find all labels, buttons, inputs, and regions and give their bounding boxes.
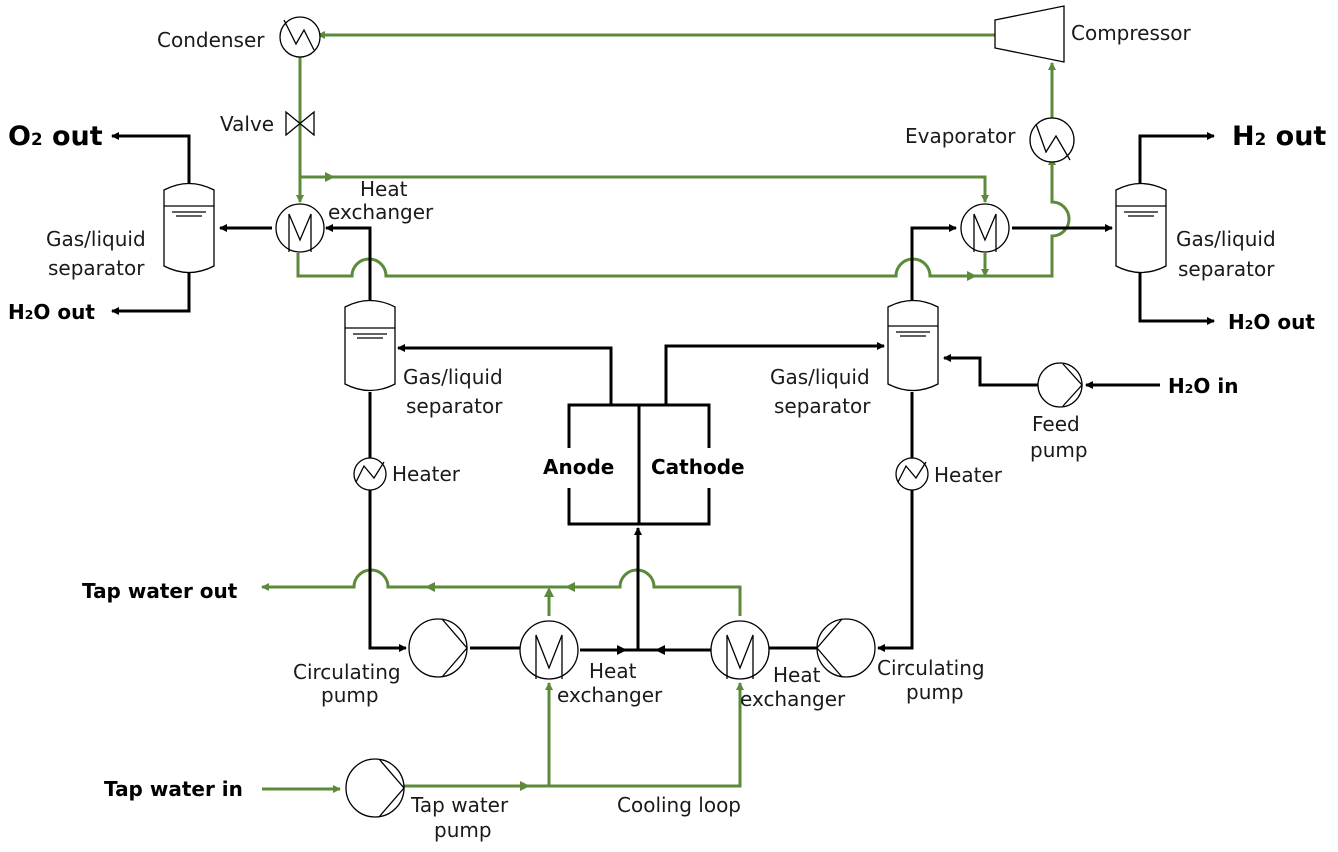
compressor[interactable]: [994, 5, 1065, 63]
compressor-label: Compressor: [1071, 21, 1192, 45]
heat-exchanger-bottom-right[interactable]: [710, 620, 770, 680]
heater-left[interactable]: [353, 457, 387, 491]
heater-coil: [897, 461, 927, 483]
h2-out-label: H2 out: [1232, 121, 1326, 152]
circ-pump-left-label-1: Circulating: [293, 660, 401, 684]
sep-top-left-label-2: separator: [48, 256, 145, 280]
heat-exchanger-bottom-left[interactable]: [519, 620, 579, 680]
h2o-out-right-label: H2O out: [1228, 310, 1315, 334]
heater-coil: [355, 461, 385, 483]
heat-exchanger-icon: [519, 620, 579, 680]
pump-icon: [1037, 362, 1083, 408]
sep-to-hx-left-line: [325, 224, 372, 300]
feed-pump[interactable]: [1037, 362, 1083, 408]
circulating-pump-left[interactable]: [408, 618, 468, 678]
h2o-out-left-label: H2O out: [8, 300, 95, 324]
feed-pump-to-sep-line: [943, 354, 1038, 387]
tap-water-out-line: [261, 568, 742, 616]
hx-top-left-label-2: exchanger: [328, 200, 434, 224]
valve-label: Valve: [220, 112, 274, 136]
heater-right[interactable]: [895, 457, 929, 491]
circulating-pump-right[interactable]: [816, 618, 876, 678]
circ-pump-right-label-1: Circulating: [877, 656, 985, 680]
separator-icon: [887, 299, 939, 392]
separator-icon: [1115, 182, 1167, 274]
sep-mid-left-label-1: Gas/liquid: [403, 365, 503, 389]
evaporator-icon: [1029, 117, 1075, 163]
process-lines: [111, 132, 1215, 655]
pump-symbol: [816, 618, 843, 678]
hx-bottom-right-label-2: exchanger: [740, 687, 846, 711]
heat-exchanger-icon: [960, 203, 1010, 253]
heat-exchanger-icon: [275, 203, 325, 253]
hx-bottom-right-label-1: Heat: [773, 663, 821, 687]
hx-symbol: [535, 634, 563, 679]
heater-right-label: Heater: [934, 463, 1003, 487]
h2o-out-right-line: [1138, 273, 1215, 325]
anode-label: Anode: [543, 455, 614, 479]
condenser-coil: [283, 19, 315, 51]
heat-exchanger-icon: [710, 620, 770, 680]
sep-top-right-label-1: Gas/liquid: [1176, 227, 1276, 251]
pump-symbol: [1062, 363, 1083, 407]
cathode-to-sep-line: [664, 342, 885, 405]
tap-water-pump-label-1: Tap water: [410, 793, 509, 817]
h2-out-line: [1138, 132, 1215, 183]
tap-water-out-label: Tap water out: [82, 579, 238, 603]
pump-symbol: [378, 758, 405, 818]
sep-mid-right-label-1: Gas/liquid: [770, 365, 870, 389]
separator-icon: [163, 182, 215, 274]
feed-pump-label-2: pump: [1030, 438, 1088, 462]
tap-water-in-label: Tap water in: [104, 777, 243, 801]
sep-top-left-label-1: Gas/liquid: [46, 227, 146, 251]
sep-mid-left-label-2: separator: [406, 394, 503, 418]
pump-symbol: [441, 618, 468, 678]
pump-icon: [816, 618, 876, 678]
pump-icon: [408, 618, 468, 678]
hx-symbol: [288, 213, 312, 252]
condenser[interactable]: [279, 16, 321, 58]
separator-mid-left[interactable]: [344, 299, 396, 392]
sep-top-right-label-2: separator: [1178, 257, 1275, 281]
evaporator[interactable]: [1029, 117, 1075, 163]
heater-left-to-pump: [368, 490, 407, 652]
cathode-label: Cathode: [651, 455, 745, 479]
heat-exchanger-top-right[interactable]: [960, 203, 1010, 253]
hx-symbol: [973, 213, 997, 252]
hx-symbol: [726, 634, 754, 679]
h2o-out-left-line: [111, 273, 191, 315]
tap-water-pump[interactable]: [345, 758, 405, 818]
hx-top-left-label-1: Heat: [360, 177, 408, 201]
anode-to-sep-line: [397, 344, 613, 405]
hx-bottom-left-label-2: exchanger: [557, 683, 663, 707]
separator-icon: [344, 299, 396, 392]
sep-to-hx-right-line: [910, 224, 957, 302]
electrolyzer-stack[interactable]: [567, 403, 711, 526]
valve-icon: [285, 110, 315, 137]
hx-bottom-left-label-1: Heat: [589, 659, 637, 683]
heat-exchanger-top-left[interactable]: [275, 203, 325, 253]
o2-out-line: [111, 132, 191, 183]
condenser-label: Condenser: [157, 28, 265, 52]
evaporator-coil: [1035, 123, 1071, 161]
heater-left-label: Heater: [392, 462, 461, 486]
separator-top-left[interactable]: [163, 182, 215, 274]
evaporator-label: Evaporator: [905, 124, 1016, 148]
circ-pump-right-label-2: pump: [906, 680, 964, 704]
top-branch-line: [300, 175, 989, 203]
o2-out-label: O2 out: [8, 121, 103, 152]
cooling-loop-label: Cooling loop: [617, 793, 741, 817]
pump-icon: [345, 758, 405, 818]
feed-pump-label-1: Feed: [1032, 412, 1080, 436]
tap-water-pump-label-2: pump: [434, 818, 492, 842]
separator-mid-right[interactable]: [887, 299, 939, 392]
valve[interactable]: [285, 110, 315, 137]
heater-right-to-pump: [877, 490, 914, 652]
separator-top-right[interactable]: [1115, 182, 1167, 274]
h2o-in-label: H2O in: [1168, 374, 1238, 398]
sep-mid-right-label-2: separator: [774, 394, 871, 418]
circ-pump-left-label-2: pump: [321, 683, 379, 707]
compressor-icon: [994, 5, 1065, 63]
